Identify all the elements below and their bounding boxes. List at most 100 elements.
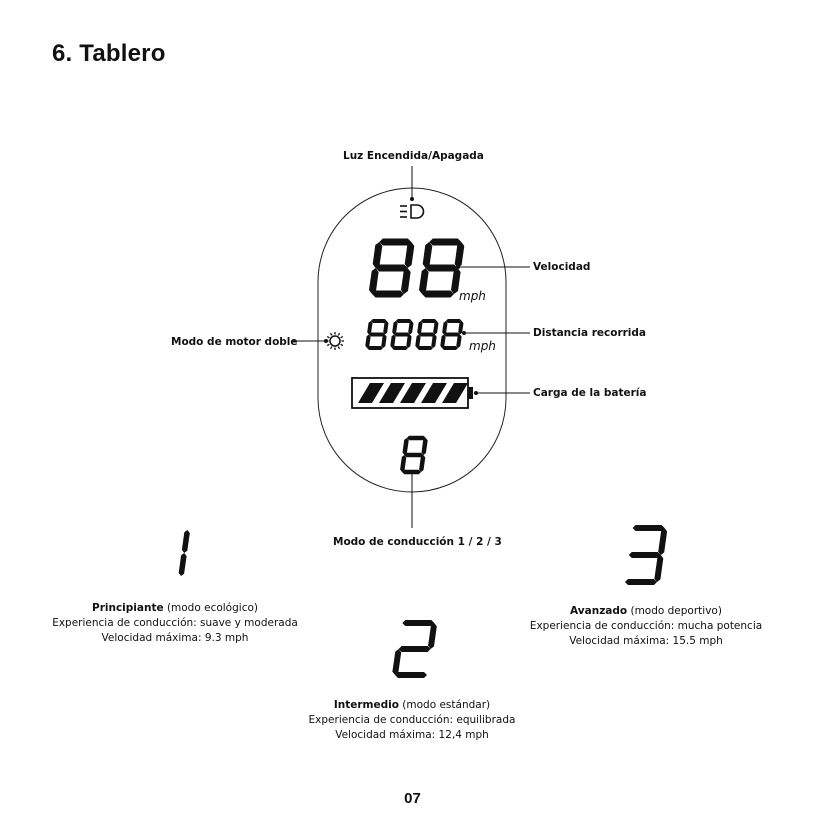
distance-digit-2: [415, 319, 439, 350]
label-distance: Distancia recorrida: [533, 327, 647, 339]
mode-1-name: Principiante: [92, 602, 164, 614]
mode-2-type: (modo estándar): [402, 699, 491, 711]
segment-d: [417, 346, 433, 350]
segment-b: [454, 242, 465, 268]
segment-g: [375, 264, 408, 272]
segment-b: [658, 528, 668, 555]
speed-digit-1: [419, 238, 465, 298]
segment-f: [442, 321, 448, 335]
mode-2-name: Intermedio: [333, 699, 399, 711]
segment-d: [402, 469, 421, 475]
segment-e: [415, 334, 421, 348]
segment-a: [370, 319, 387, 323]
battery-icon: [351, 377, 473, 409]
segment-f: [392, 321, 398, 335]
segment-f: [422, 242, 433, 268]
label-ride-mode: Modo de conducción 1 / 2 / 3: [333, 536, 502, 548]
segment-c: [401, 268, 411, 294]
page-number: 07: [404, 790, 421, 807]
segment-e: [400, 455, 407, 472]
segment-d: [422, 290, 454, 298]
segment-a: [445, 319, 462, 323]
segment-e: [440, 334, 446, 348]
segment-c: [456, 334, 462, 348]
mode-3-description: Avanzado (modo deportivo) Experiencia de…: [500, 604, 792, 649]
segment-d: [392, 346, 408, 350]
segment-c: [381, 334, 387, 348]
mode-3-experience: Experiencia de conducción: mucha potenci…: [529, 620, 763, 632]
mode-2-digit: [392, 620, 437, 678]
distance-digit-3: [440, 319, 464, 350]
segment-a: [395, 319, 412, 323]
segment-e: [419, 268, 429, 294]
mode-1-digit: [178, 530, 190, 576]
battery-segment: [358, 383, 384, 403]
distance-digit-1: [390, 319, 414, 350]
label-dual-motor: Modo de motor doble: [171, 336, 298, 348]
battery-segment: [379, 383, 405, 403]
callout-lines: [292, 166, 530, 528]
headlight-icon: [400, 204, 425, 219]
speed-digit-0: [369, 238, 415, 298]
segment-b: [383, 321, 389, 335]
segment-a: [429, 238, 462, 246]
segment-b: [408, 321, 414, 335]
segment-c: [654, 555, 664, 582]
mode-1-description: Principiante (modo ecológico) Experienci…: [30, 601, 320, 646]
segment-b: [433, 321, 439, 335]
segment-c: [406, 334, 412, 348]
segment-f: [402, 438, 409, 455]
distance-digit-0: [365, 319, 389, 350]
segment-b: [404, 242, 415, 268]
segment-f: [417, 321, 423, 335]
label-light: Luz Encendida/Apagada: [343, 150, 484, 162]
segment-f: [367, 321, 373, 335]
segment-d: [395, 672, 427, 678]
label-speed: Velocidad: [533, 261, 591, 273]
segment-d: [442, 346, 458, 350]
segment-g: [404, 452, 424, 458]
segment-g: [443, 332, 460, 337]
segment-e: [392, 649, 402, 675]
battery-segment: [442, 383, 468, 403]
segment-d: [367, 346, 383, 350]
segment-b: [421, 438, 428, 455]
mode-2-description: Intermedio (modo estándar) Experiencia d…: [267, 698, 557, 743]
segment-d: [372, 290, 404, 298]
segment-g: [368, 332, 385, 337]
segment-b: [458, 321, 464, 335]
segment-g: [425, 264, 458, 272]
mode-digit-display: [400, 435, 428, 475]
segment-c: [431, 334, 437, 348]
segment-f: [372, 242, 383, 268]
battery-segment: [400, 383, 426, 403]
segment-a: [402, 620, 435, 626]
speed-unit: mph: [459, 289, 486, 303]
segment-c: [451, 268, 461, 294]
dual-motor-icon: [326, 332, 344, 350]
segment-g: [393, 332, 410, 337]
mode-3-type: (modo deportivo): [630, 605, 722, 617]
mode-1-experience: Experiencia de conducción: suave y moder…: [52, 617, 298, 629]
segment-b: [181, 530, 190, 553]
segment-c: [178, 553, 187, 576]
segment-e: [390, 334, 396, 348]
segment-g: [628, 552, 661, 558]
label-battery: Carga de la batería: [533, 387, 647, 399]
segment-e: [365, 334, 371, 348]
mode-2-experience: Experiencia de conducción: equilibrada: [308, 714, 516, 726]
mode-1-type: (modo ecológico): [166, 602, 258, 614]
mode-2-max-speed: Velocidad máxima: 12,4 mph: [335, 729, 489, 741]
mode-3-digit: [625, 525, 668, 585]
segment-b: [428, 623, 437, 649]
mode-1-max-speed: Velocidad máxima: 9.3 mph: [101, 632, 249, 644]
segment-a: [406, 435, 426, 441]
battery-segment: [421, 383, 447, 403]
segment-a: [632, 525, 665, 531]
segment-e: [369, 268, 379, 294]
segment-a: [379, 238, 412, 246]
page-title: 6. Tablero: [52, 40, 166, 67]
segment-c: [419, 455, 426, 472]
mode-3-max-speed: Velocidad máxima: 15.5 mph: [569, 635, 723, 647]
